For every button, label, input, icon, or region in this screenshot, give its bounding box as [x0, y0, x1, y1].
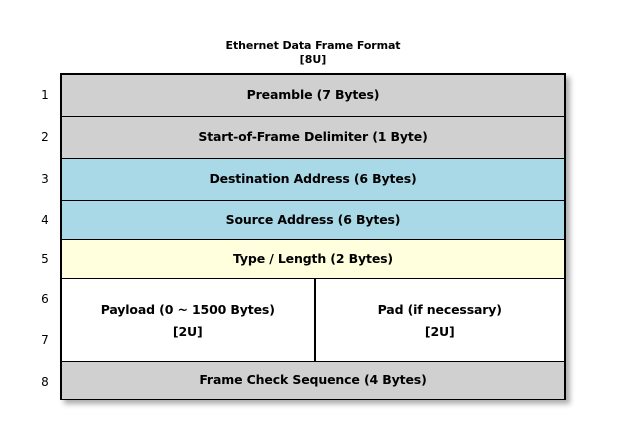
- row-number-1: 1: [41, 88, 49, 102]
- frame-field-pad-label: Pad (if necessary): [377, 302, 502, 318]
- frame-field-start-of-frame-delimiter-label: Start-of-Frame Delimiter (1 Byte): [198, 129, 428, 145]
- frame-field-pad-annotation: [2U]: [424, 323, 455, 339]
- frame-field-destination-address-label: Destination Address (6 Bytes): [209, 171, 417, 187]
- diagram-subtitle: [8U]: [299, 52, 327, 66]
- frame-field-destination-address: Destination Address (6 Bytes): [62, 159, 564, 201]
- frame-field-payload: Payload (0 ~ 1500 Bytes) [2U]: [62, 279, 316, 361]
- row-number-7: 7: [41, 333, 49, 347]
- frame-field-source-address: Source Address (6 Bytes): [62, 201, 564, 240]
- row-number-2: 2: [41, 130, 49, 144]
- frame-field-pad: Pad (if necessary) [2U]: [316, 279, 565, 361]
- row-number-8: 8: [41, 375, 49, 389]
- frame-field-payload-annotation: [2U]: [172, 323, 203, 339]
- frame-field-source-address-label: Source Address (6 Bytes): [225, 211, 401, 227]
- frame-field-frame-check-sequence-label: Frame Check Sequence (4 Bytes): [199, 372, 427, 388]
- diagram-title-block: Ethernet Data Frame Format [8U]: [60, 39, 566, 66]
- frame-field-type-length: Type / Length (2 Bytes): [62, 240, 564, 279]
- row-number-6: 6: [41, 292, 49, 306]
- diagram-title: Ethernet Data Frame Format: [225, 39, 401, 52]
- row-number-3: 3: [41, 172, 49, 186]
- frame-field-payload-pad-row: Payload (0 ~ 1500 Bytes) [2U] Pad (if ne…: [62, 279, 564, 362]
- row-number-gutter: 1 2 3 4 5 6 7 8: [34, 73, 56, 400]
- frame-table: Preamble (7 Bytes) Start-of-Frame Delimi…: [60, 73, 566, 400]
- frame-field-type-length-label: Type / Length (2 Bytes): [233, 250, 393, 266]
- frame-field-preamble-label: Preamble (7 Bytes): [246, 87, 380, 103]
- frame-field-frame-check-sequence: Frame Check Sequence (4 Bytes): [62, 362, 564, 399]
- frame-field-payload-label: Payload (0 ~ 1500 Bytes): [100, 302, 275, 318]
- frame-field-preamble: Preamble (7 Bytes): [62, 75, 564, 117]
- row-number-5: 5: [41, 252, 49, 266]
- frame-field-start-of-frame-delimiter: Start-of-Frame Delimiter (1 Byte): [62, 117, 564, 159]
- row-number-4: 4: [41, 213, 49, 227]
